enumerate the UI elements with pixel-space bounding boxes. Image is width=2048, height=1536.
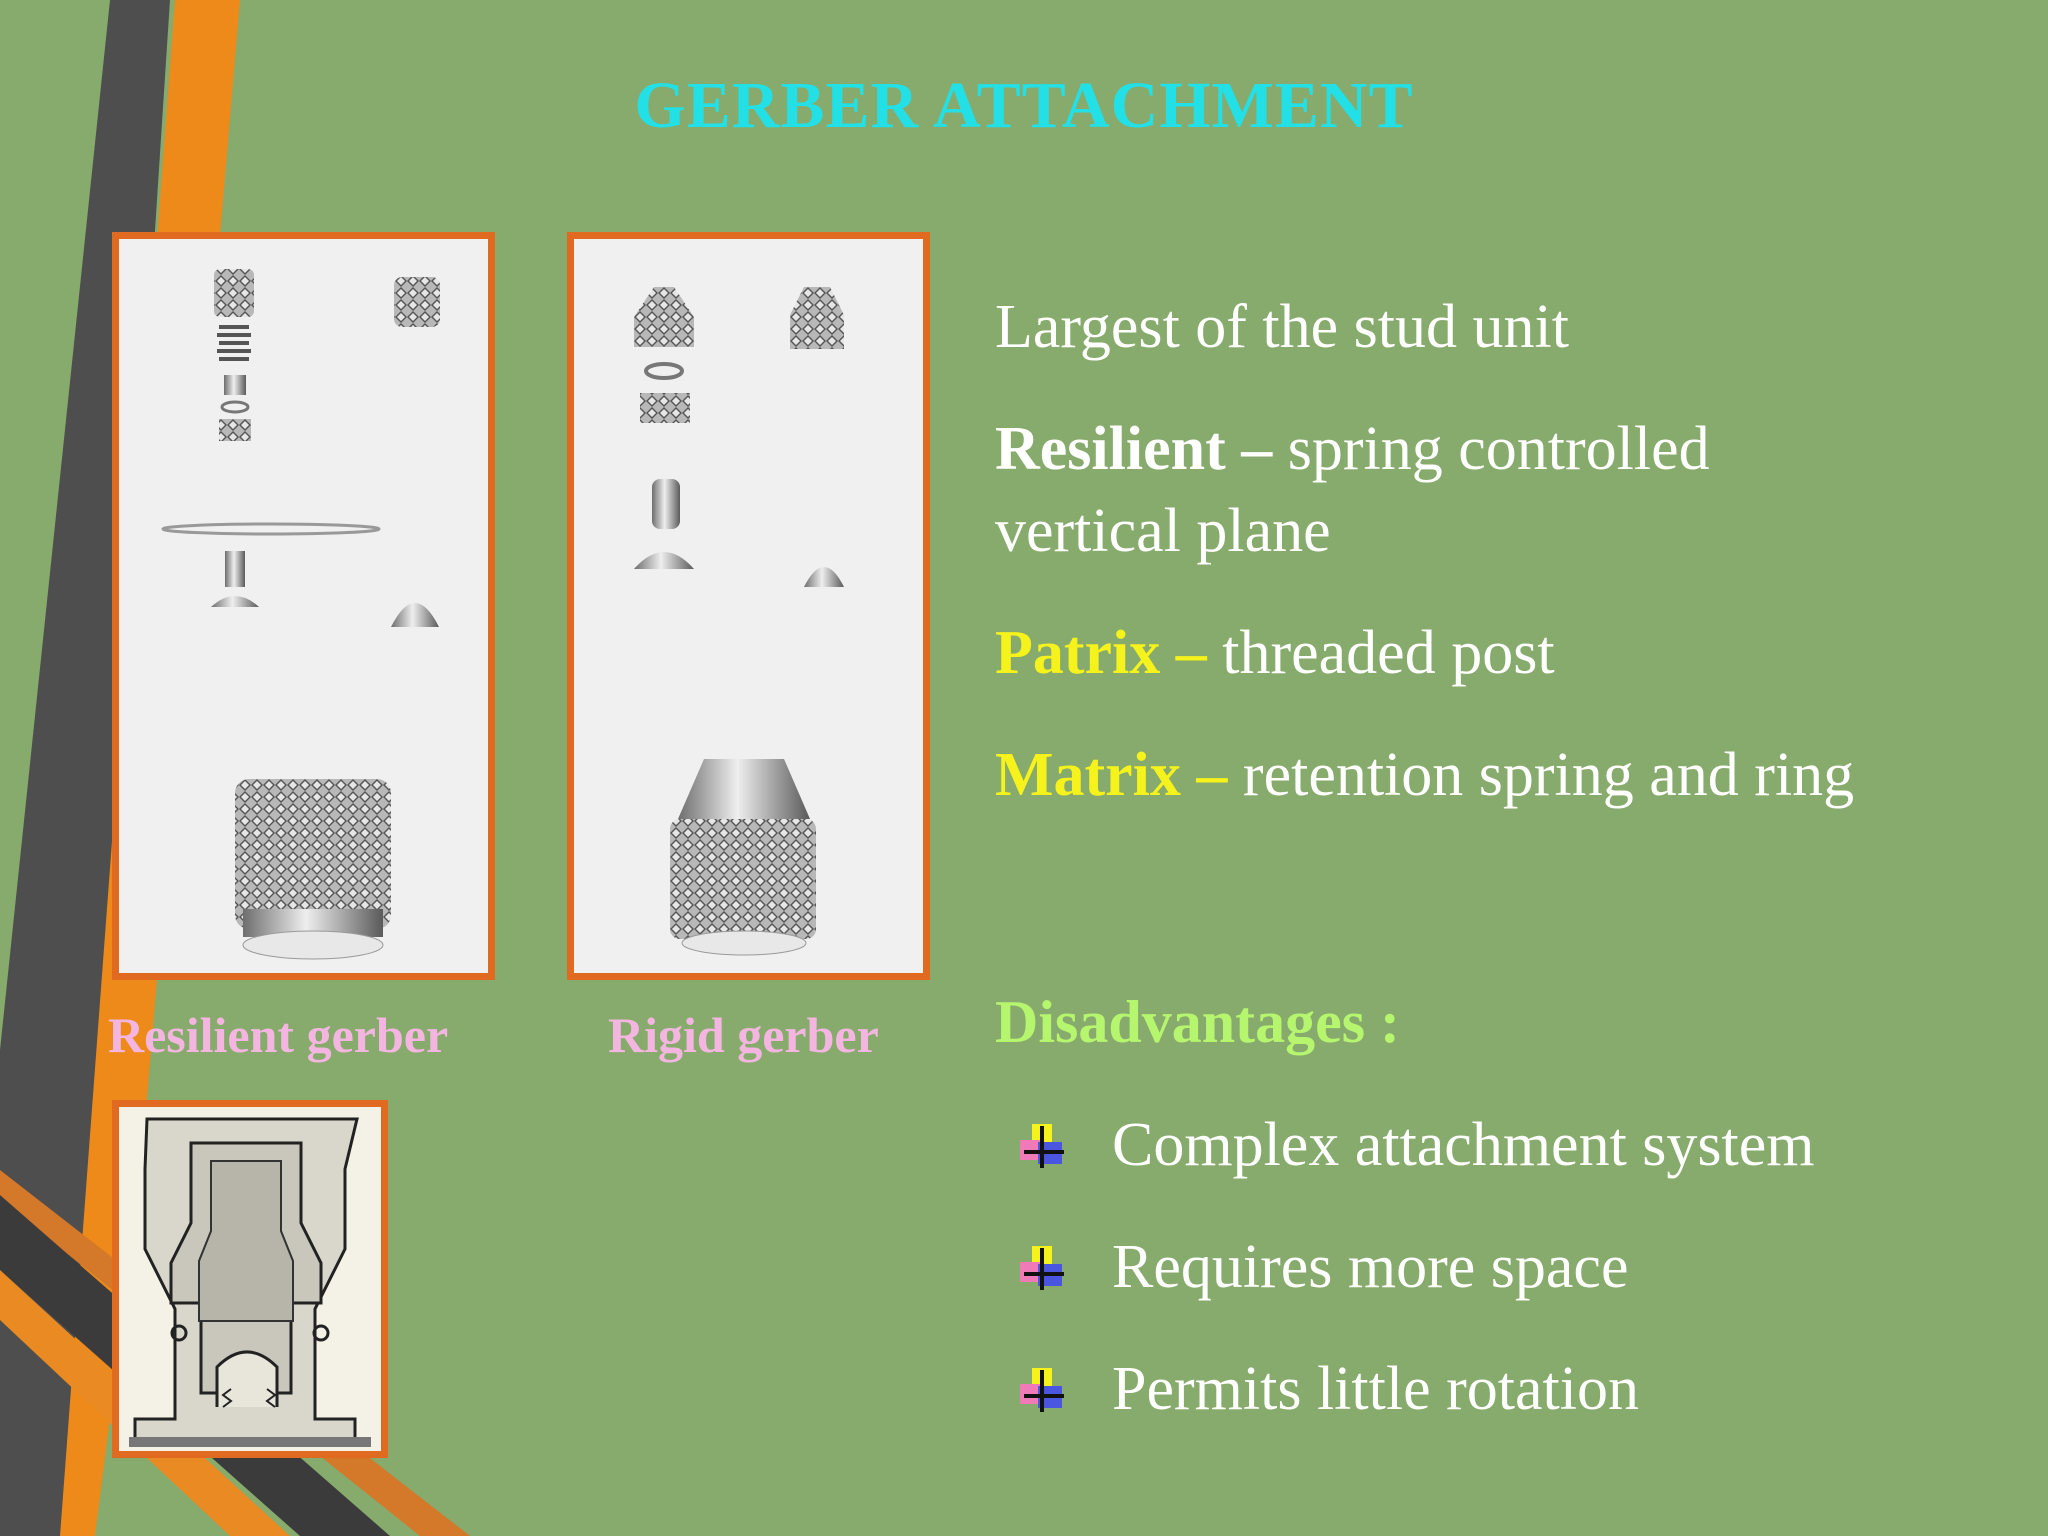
cross-section-diagram bbox=[112, 1100, 388, 1458]
knurled-matrix-large bbox=[235, 779, 391, 929]
square-cross-bullet-icon bbox=[1020, 1367, 1064, 1412]
point-matrix: Matrix – retention spring and ring bbox=[995, 741, 1855, 809]
point-patrix: Patrix – threaded post bbox=[995, 619, 1555, 687]
knurled-cap-small bbox=[214, 269, 254, 317]
spring-coil bbox=[217, 325, 251, 361]
square-cross-bullet-icon bbox=[1020, 1245, 1064, 1290]
slide-title: GERBER ATTACHMENT bbox=[634, 69, 1414, 142]
knurled-sleeve bbox=[670, 819, 816, 939]
point-largest: Largest of the stud unit bbox=[995, 293, 1569, 361]
disadvantages-heading: Disadvantages : bbox=[995, 989, 1401, 1055]
disadvantage-item: Complex attachment system bbox=[1018, 1110, 1815, 1181]
cone-top bbox=[678, 759, 810, 819]
retention-ring bbox=[161, 522, 381, 536]
resilient-gerber-image bbox=[112, 232, 495, 980]
disadvantage-item: Permits little rotation bbox=[1018, 1354, 1639, 1425]
point-resilient: Resilient – spring controlled bbox=[995, 415, 1710, 483]
resilient-gerber-caption: Resilient gerber bbox=[108, 1007, 449, 1063]
disadvantage-item: Requires more space bbox=[1018, 1232, 1628, 1303]
rigid-gerber-caption: Rigid gerber bbox=[608, 1007, 879, 1063]
patrix-top bbox=[634, 287, 694, 347]
rigid-gerber-image bbox=[567, 232, 930, 980]
point-resilient-line2: vertical plane bbox=[995, 497, 1331, 565]
square-cross-bullet-icon bbox=[1020, 1123, 1064, 1168]
